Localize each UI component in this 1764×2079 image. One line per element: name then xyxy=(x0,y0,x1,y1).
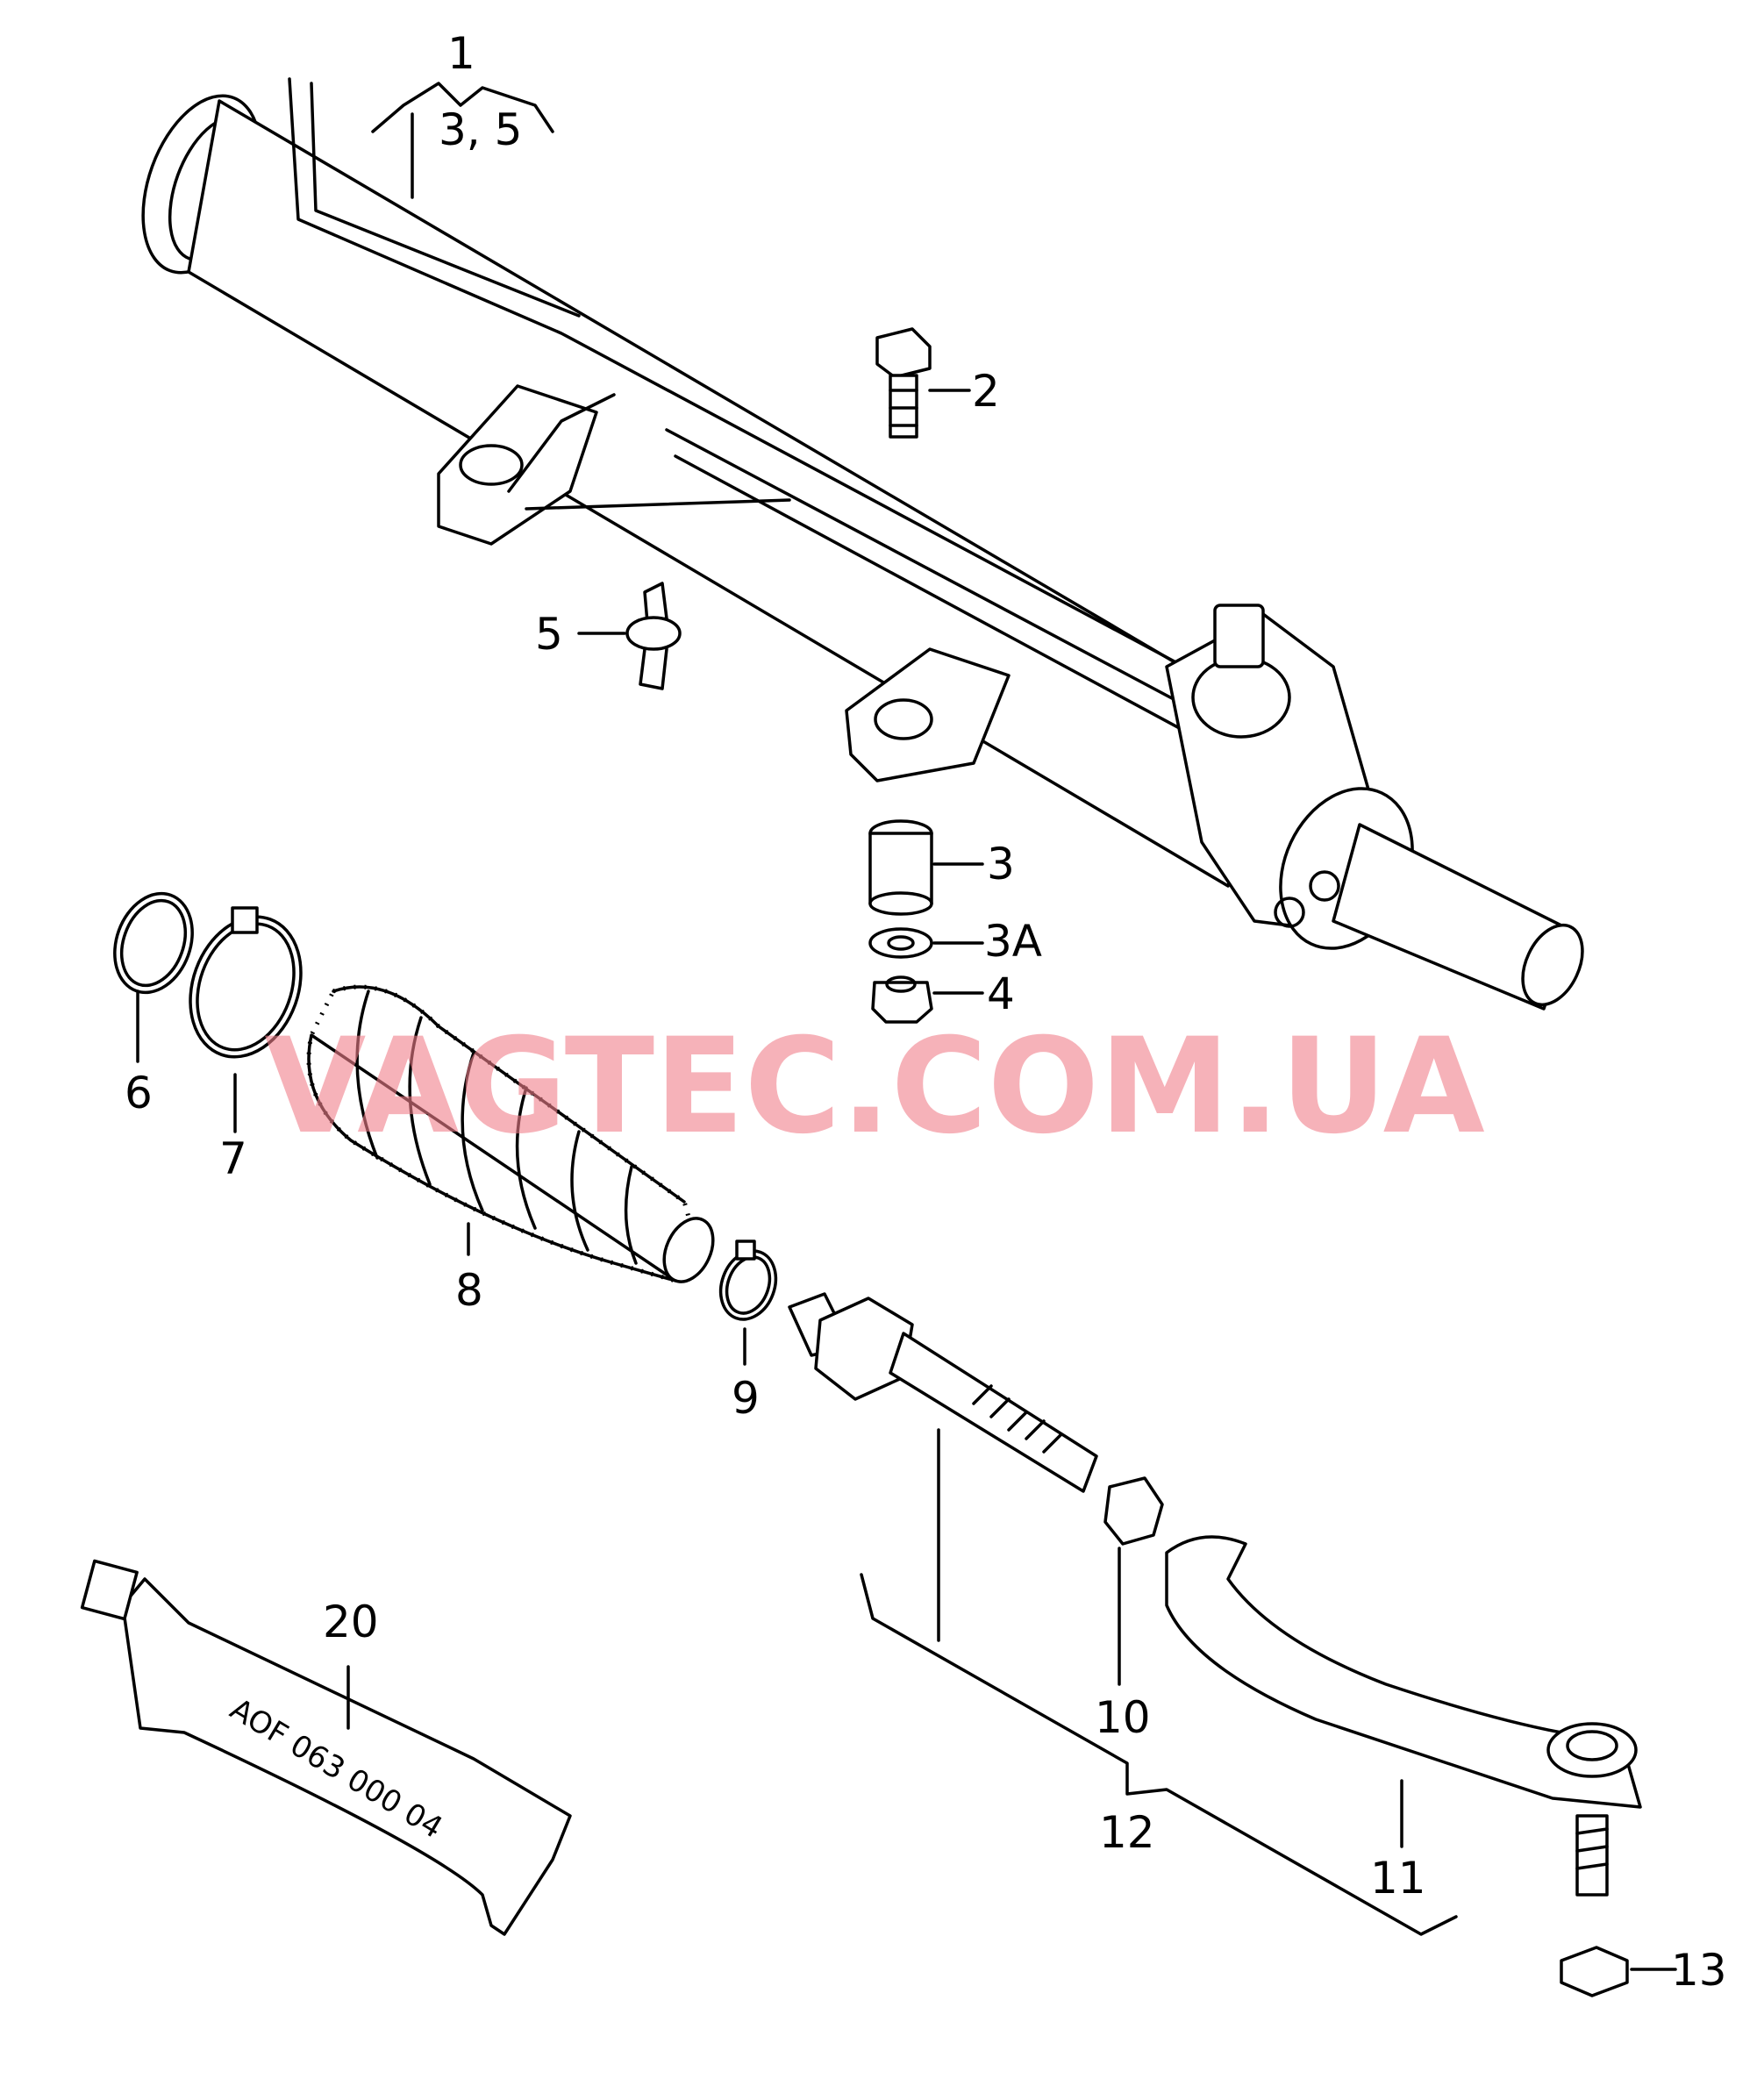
callout-3a: 3A xyxy=(984,916,1042,967)
callout-8: 8 xyxy=(455,1265,483,1316)
callout-12: 12 xyxy=(1099,1807,1155,1858)
callout-5: 5 xyxy=(535,609,563,660)
nut-part-4[interactable] xyxy=(871,975,933,1024)
bushing-part-3[interactable] xyxy=(868,819,933,916)
callout-7: 7 xyxy=(219,1133,247,1184)
steering-rack-housing[interactable] xyxy=(121,77,1595,1014)
callout-4: 4 xyxy=(987,968,1015,1019)
callout-9: 9 xyxy=(732,1373,760,1424)
nut-part-13[interactable] xyxy=(1560,1946,1629,1997)
ring-part-6-inner xyxy=(120,898,187,988)
boot-part-8[interactable] xyxy=(306,984,723,1290)
tie-rod-end-part-11[interactable] xyxy=(1165,1535,1642,1897)
watermark: VAGTEC.COM.UA xyxy=(264,1011,1484,1163)
callout-1: 1 xyxy=(447,28,475,79)
callout-bracket-12 xyxy=(860,1573,1458,1936)
clamp-part-9[interactable] xyxy=(711,1240,785,1327)
clip-part-5[interactable] xyxy=(625,582,682,690)
bolt-part-2[interactable] xyxy=(875,327,932,439)
callout-2: 2 xyxy=(972,366,1000,417)
nut-part-10[interactable] xyxy=(1103,1476,1164,1546)
callout-bracket-1 xyxy=(371,82,554,199)
callout-1-sub: 3, 5 xyxy=(439,104,522,155)
callout-11: 11 xyxy=(1370,1853,1426,1904)
callout-6: 6 xyxy=(125,1068,153,1118)
tie-rod-inner[interactable] xyxy=(788,1292,1098,1493)
callout-20: 20 xyxy=(323,1597,379,1647)
callout-13: 13 xyxy=(1671,1945,1727,1996)
callout-3: 3 xyxy=(987,839,1015,889)
callout-10: 10 xyxy=(1095,1692,1151,1743)
clamp-part-7[interactable] xyxy=(172,901,320,1072)
washer-part-3a[interactable] xyxy=(868,927,933,959)
